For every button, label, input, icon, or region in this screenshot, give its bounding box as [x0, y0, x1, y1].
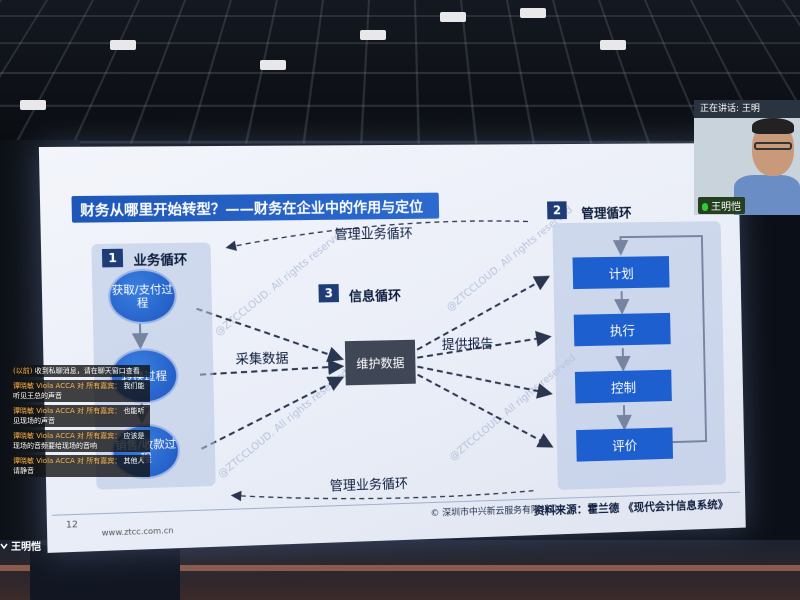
info-number: 3	[318, 284, 339, 303]
report-arrow	[417, 364, 549, 397]
ceiling-light	[600, 40, 626, 50]
info-label: 信息循环	[348, 289, 402, 305]
chat-message: 谭晓敏 Viola ACCA 对 所有嘉宾： 我们能听见王总的声音	[10, 380, 150, 402]
ceiling	[0, 0, 800, 140]
management-number: 2	[547, 201, 567, 220]
chat-overlay: (以前) 收到私聊消息，请在聊天窗口查看 谭晓敏 Viola ACCA 对 所有…	[10, 365, 150, 480]
management-step: 评价	[576, 427, 674, 462]
ceiling-truss	[0, 0, 800, 144]
business-number: 1	[101, 248, 124, 268]
ceiling-light	[20, 100, 46, 110]
speaker-body	[734, 175, 800, 215]
report-arrow	[418, 372, 551, 450]
speaker-name-tag: 王明恺	[698, 197, 745, 214]
speaking-status: 正在讲话: 王明	[694, 100, 800, 118]
chat-message: 谭晓敏 Viola ACCA 对 所有嘉宾： 应该是现场的音频要给现场的音响	[10, 430, 150, 452]
chat-message: (以前) 收到私聊消息，请在聊天窗口查看	[10, 365, 150, 377]
ceiling-light	[260, 60, 286, 70]
bottom-speaker-tag: 王明恺	[0, 538, 41, 553]
maintain-data-box: 维护数据	[344, 339, 416, 386]
collect-label: 采集数据	[235, 351, 289, 368]
management-step: 控制	[574, 369, 672, 404]
chat-message: 谭晓敏 Viola ACCA 对 所有嘉宾： 其他人请静音	[10, 455, 150, 477]
management-step: 执行	[573, 312, 671, 347]
chevron-icon	[0, 543, 8, 550]
ceiling-light	[440, 12, 466, 22]
speaker-video[interactable]: 正在讲话: 王明 王明恺	[694, 100, 800, 215]
management-step: 计划	[572, 256, 670, 290]
ceiling-light	[110, 40, 136, 50]
business-label: 业务循环	[133, 252, 188, 270]
bottom-loop-label: 管理业务循环	[329, 476, 409, 495]
top-loop-label: 管理业务循环	[334, 226, 413, 243]
ceiling-light	[520, 8, 546, 18]
podium	[30, 545, 180, 600]
chat-message: 谭晓敏 Viola ACCA 对 所有嘉宾： 也能听见现场的声音	[10, 405, 150, 427]
speaker-hair	[752, 118, 794, 134]
stage-edge	[0, 565, 800, 571]
collect-arrow	[200, 366, 341, 374]
speaker-glasses	[754, 142, 792, 150]
projected-slide: 财务从哪里开始转型？——财务在企业中的作用与定位 @ZTCCLOUD. All …	[39, 143, 746, 553]
collect-arrow	[200, 378, 342, 448]
management-label: 管理循环	[581, 206, 632, 222]
ceiling-light	[360, 30, 386, 40]
page-number: 12	[65, 520, 79, 531]
report-label: 提供报告	[441, 337, 494, 354]
mic-icon	[702, 203, 708, 211]
